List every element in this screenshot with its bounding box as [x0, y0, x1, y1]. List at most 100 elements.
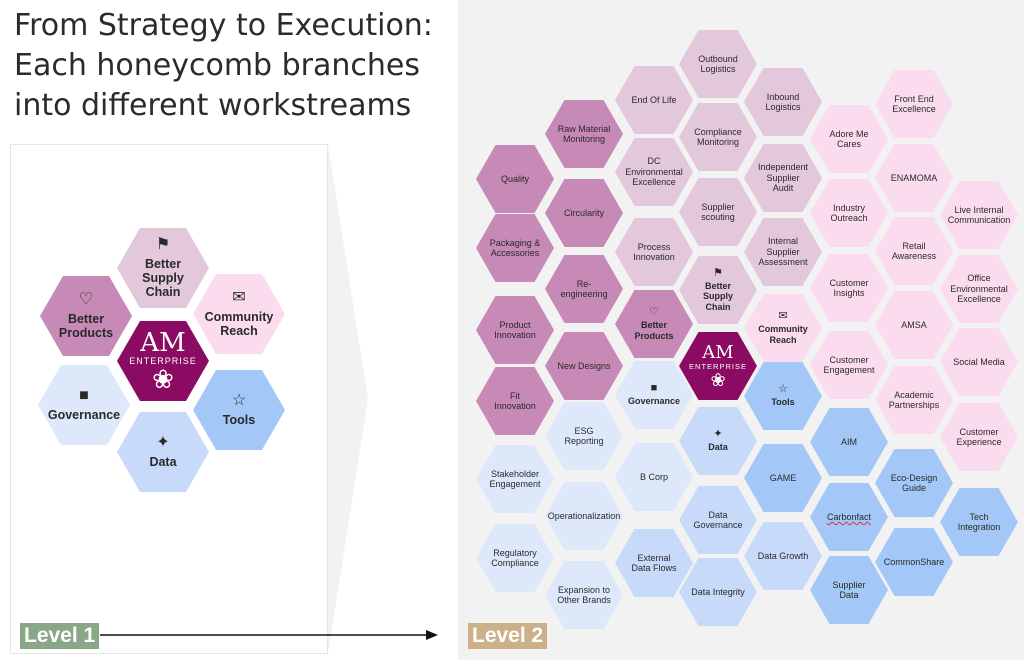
hex-label: Data Growth	[757, 550, 809, 561]
title-line-2: Each honeycomb branches	[14, 48, 420, 83]
hex-label: Live Internal Communication	[947, 204, 1011, 226]
hex-label: New Designs	[557, 360, 611, 371]
heart-mail-icon: ✉	[778, 310, 788, 322]
hex-aim: AIM	[810, 408, 888, 476]
hex-label: Governance	[627, 396, 681, 407]
hex-label: Quality	[500, 173, 529, 184]
hex-label: Stakeholder Engagement	[489, 468, 541, 490]
hex-office-environmental-excellence: Office Environmental Excellence	[940, 255, 1018, 323]
hex-amsa: AMSA	[875, 291, 953, 359]
hex-label: Better Supply Chain	[142, 257, 184, 299]
hex-community-reach: ✉ Community Reach	[744, 294, 822, 362]
hex-adore-me-cares: Adore Me Cares	[810, 105, 888, 173]
hex-data-integrity: Data Integrity	[679, 558, 757, 626]
hex-label: Data Integrity	[691, 586, 745, 597]
lingerie-icon: ♡	[78, 291, 94, 308]
map-pin-icon: ⚑	[155, 236, 171, 253]
hex-label: Carbonfact	[826, 511, 872, 522]
hex-label: B Corp	[639, 471, 668, 482]
hex-label: Circularity	[563, 207, 604, 218]
hex-better-supply-chain: ⚑Better Supply Chain	[679, 256, 757, 324]
toggle-icon: ■	[650, 382, 658, 395]
brand-name: ENTERPRISE	[129, 356, 197, 366]
hex-quality: Quality	[476, 145, 554, 213]
hex-carbonfact: Carbonfact	[810, 483, 888, 551]
hex-label: Customer Experience	[956, 426, 1002, 448]
hex-external-data-flows: External Data Flows	[615, 529, 693, 597]
hex-inbound-logistics: Inbound Logistics	[744, 68, 822, 136]
hex-raw-material-monitoring: Raw Material Monitoring	[545, 100, 623, 168]
hex-retail-awareness: Retail Awareness	[875, 217, 953, 285]
hex-new-designs: New Designs	[545, 332, 623, 400]
hex-label: Tech Integration	[957, 511, 1001, 533]
brand-mark: AM	[140, 328, 186, 358]
hex-label: CommonShare	[883, 556, 945, 567]
hex-label: Process Innovation	[633, 241, 675, 263]
hex-label: Supplier scouting	[701, 201, 735, 223]
hex-supplier-scouting: Supplier scouting	[679, 178, 757, 246]
map-pin-icon: ⚑	[713, 266, 723, 279]
hex-governance: ■Governance	[615, 361, 693, 429]
hex-label: Product Innovation	[494, 319, 536, 341]
panel-chevron	[328, 144, 368, 654]
brand-name: ENTERPRISE	[689, 361, 747, 371]
hex-data-growth: Data Growth	[744, 522, 822, 590]
hex-enamoma: ENAMOMA	[875, 144, 953, 212]
hex-independent-supplier-audit: Independent Supplier Audit	[744, 144, 822, 212]
hex-label: Internal Supplier Assessment	[758, 236, 808, 268]
hex-label: Better Products	[58, 312, 114, 340]
hex-label: Independent Supplier Audit	[757, 162, 809, 194]
hex-outbound-logistics: Outbound Logistics	[679, 30, 757, 98]
toggle-icon: ■	[79, 387, 89, 404]
sparkle-icon: ✦	[156, 434, 170, 451]
hex-tools: ☆Tools	[744, 362, 822, 430]
hex-label: ESG Reporting	[564, 425, 604, 447]
level-1-tag: Level 1	[20, 623, 100, 649]
hex-dc-environmental-excellence: DC Environmental Excellence	[615, 138, 693, 206]
hex-label: Community Reach	[758, 324, 808, 345]
hex-label: Compliance Monitoring	[694, 126, 742, 148]
lightbulb-icon: ☆	[231, 392, 247, 409]
hex-better-supply-chain: ⚑ Better Supply Chain	[117, 228, 209, 308]
level-arrow	[100, 630, 438, 640]
lingerie-icon: ♡	[649, 306, 659, 318]
hex-label: Eco-Design Guide	[890, 472, 938, 494]
hex-live-internal-communication: Live Internal Communication	[940, 181, 1018, 249]
sparkle-icon: ✦	[713, 428, 723, 441]
hex-fit-innovation: Fit Innovation	[476, 367, 554, 435]
hex-better-products: ♡ Better Products	[40, 276, 132, 356]
page-title: From Strategy to Execution: Each honeyco…	[14, 6, 444, 126]
hex-regulatory-compliance: Regulatory Compliance	[476, 524, 554, 592]
hex-tech-integration: Tech Integration	[940, 488, 1018, 556]
hex-re-engineering: Re-engineering	[545, 255, 623, 323]
hex-label: DC Environmental Excellence	[625, 156, 683, 188]
hex-label: Customer Insights	[829, 277, 869, 299]
hex-label: Re-engineering	[560, 278, 608, 300]
hex-label: Retail Awareness	[891, 240, 937, 262]
hex-compliance-monitoring: Compliance Monitoring	[679, 103, 757, 171]
hex-social-media: Social Media	[940, 328, 1018, 396]
hex-label: Tools	[771, 397, 795, 408]
hex-community-reach: ✉Community Reach	[193, 274, 285, 354]
level-2-tag: Level 2	[468, 623, 548, 649]
hex-data: ✦Data	[679, 407, 757, 475]
hex-circularity: Circularity	[545, 179, 623, 247]
hex-label: Expansion to Other Brands	[557, 584, 611, 606]
hex-data: ✦Data	[117, 412, 209, 492]
hex-stakeholder-engagement: Stakeholder Engagement	[476, 445, 554, 513]
hex-b-corp: B Corp	[615, 443, 693, 511]
hex-label: Community Reach	[204, 310, 274, 338]
hex-label: Data Governance	[693, 509, 743, 531]
hex-label: Raw Material Monitoring	[557, 123, 611, 145]
hex-better-products: ♡Better Products	[615, 290, 693, 358]
hex-label: Packaging & Accessories	[489, 237, 541, 259]
hex-label: Operationalization	[547, 510, 621, 521]
hex-label: Data	[708, 442, 728, 453]
title-line-3: into different workstreams	[14, 88, 412, 123]
hex-label: Office Environmental Excellence	[950, 273, 1008, 305]
hex-label: ENAMOMA	[890, 172, 938, 183]
hex-label: GAME	[769, 472, 797, 483]
